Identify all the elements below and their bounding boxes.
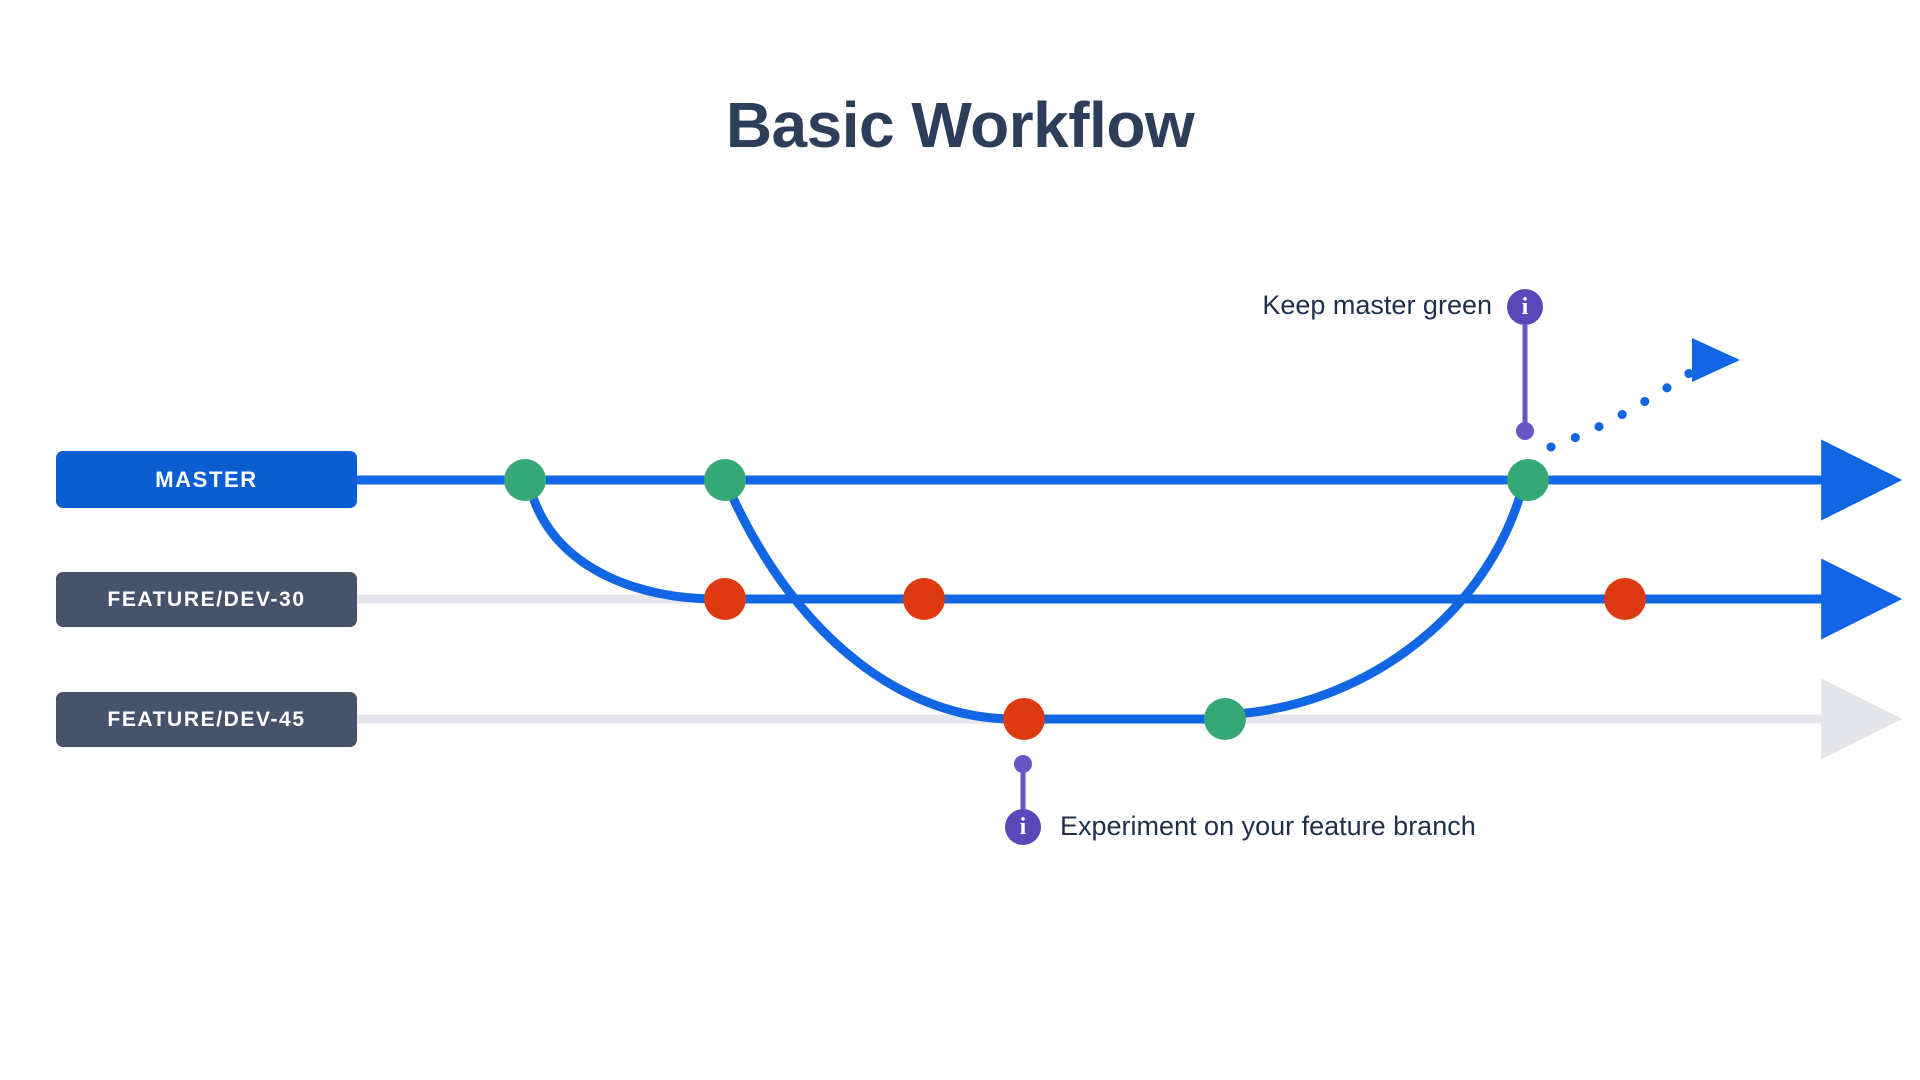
info-icon[interactable]: i xyxy=(1005,809,1041,845)
commit-node-dev30-1[interactable] xyxy=(704,578,746,620)
merge-curve-dev45-to-master xyxy=(1229,494,1524,719)
commit-node-dev30-3[interactable] xyxy=(1604,578,1646,620)
lane-label-master-text: MASTER xyxy=(155,466,258,492)
lane-label-feature-dev-45[interactable]: FEATURE/DEV-45 xyxy=(56,692,357,747)
annotation-connector-group xyxy=(1014,325,1534,812)
page-title: Basic Workflow xyxy=(725,89,1195,161)
rail-inactive-group xyxy=(356,594,1903,760)
connector-dot-keep-master-green xyxy=(1516,422,1534,440)
future-path-arrowhead xyxy=(1692,338,1740,382)
branch-curve-master-to-dev30 xyxy=(529,495,721,604)
commit-node-dev30-2[interactable] xyxy=(903,578,945,620)
info-icon[interactable]: i xyxy=(1507,289,1543,325)
annotation-keep-master-green-label: Keep master green xyxy=(1262,290,1492,320)
lane-label-feature-dev-30[interactable]: FEATURE/DEV-30 xyxy=(56,572,357,627)
commit-node-group xyxy=(504,459,1646,740)
lane-label-master[interactable]: MASTER xyxy=(56,451,357,508)
commit-node-master-3[interactable] xyxy=(1507,459,1549,501)
future-dotted-path xyxy=(1546,361,1705,452)
commit-node-master-1[interactable] xyxy=(504,459,546,501)
rail-active-group xyxy=(356,439,1903,724)
branch-curve-master-to-dev45 xyxy=(729,495,1019,724)
branch-curve-group xyxy=(529,494,1524,724)
annotation-experiment-feature-branch-label: Experiment on your feature branch xyxy=(1060,811,1476,841)
future-path-group xyxy=(1546,338,1740,452)
commit-node-dev45-2[interactable] xyxy=(1204,698,1246,740)
connector-dot-experiment-branch xyxy=(1014,755,1032,773)
commit-node-master-2[interactable] xyxy=(704,459,746,501)
commit-node-dev45-1[interactable] xyxy=(1003,698,1045,740)
lane-label-feature-dev-30-text: FEATURE/DEV-30 xyxy=(107,587,306,611)
lane-label-feature-dev-45-text: FEATURE/DEV-45 xyxy=(107,707,306,731)
